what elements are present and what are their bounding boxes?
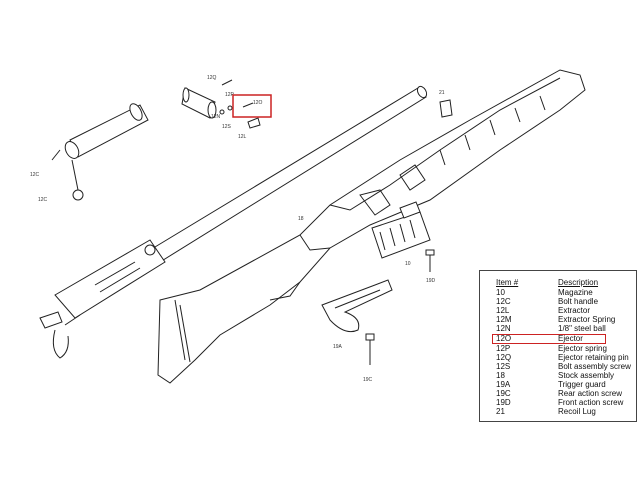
stock-assembly: [157, 69, 586, 384]
legend-row: 12S Bolt assembly screw: [480, 362, 638, 372]
callout-12l: 12L: [238, 134, 247, 140]
legend-item-number: 18: [496, 371, 505, 380]
legend-item-description: Recoil Lug: [558, 407, 596, 416]
legend-item-number: 12O: [496, 334, 512, 343]
legend-header-item: Item #: [496, 278, 519, 287]
front-action-screw: [425, 249, 435, 272]
legend-row: 12M Extractor Spring: [480, 315, 638, 325]
legend-item-number: 12M: [496, 315, 512, 324]
legend-header: Item # Description: [480, 278, 638, 288]
callout-10: 10: [405, 261, 411, 267]
legend-item-number: 12P: [496, 344, 511, 353]
ejector-highlight-box: [232, 94, 272, 118]
callout-12c-shaft: 12C: [30, 172, 40, 178]
trigger-guard: [321, 279, 393, 333]
legend-item-description: Ejector: [558, 334, 583, 343]
legend-item-number: 12S: [496, 362, 511, 371]
legend-row: 19D Front action screw: [480, 398, 638, 408]
legend-item-description: Ejector spring: [558, 344, 607, 353]
parts-legend: Item # Description 10 Magazine 12C Bolt …: [479, 270, 637, 422]
callout-19c: 19C: [363, 377, 373, 383]
legend-item-description: Stock assembly: [558, 371, 615, 380]
legend-item-number: 12C: [496, 297, 511, 306]
legend-item-description: Bolt assembly screw: [558, 362, 631, 371]
legend-row: 18 Stock assembly: [480, 371, 638, 381]
legend-item-description: Front action screw: [558, 398, 624, 407]
bolt-assembly: [51, 103, 149, 201]
callout-12s: 12S: [222, 124, 232, 130]
callout-12p: 12P: [225, 92, 235, 98]
legend-item-description: Extractor Spring: [558, 315, 616, 324]
callout-21: 21: [439, 90, 445, 96]
rear-action-screw: [365, 333, 375, 365]
legend-row: 21 Recoil Lug: [480, 407, 638, 417]
magazine: [371, 201, 431, 259]
legend-item-description: Rear action screw: [558, 389, 623, 398]
callout-18: 18: [298, 216, 304, 222]
callout-19d: 19D: [426, 278, 436, 284]
callout-12q: 12Q: [207, 75, 217, 81]
legend-row: 12L Extractor: [480, 306, 638, 316]
callout-12o: 12O: [253, 100, 263, 106]
legend-item-number: 12N: [496, 324, 511, 333]
callout-12n: 12N: [211, 114, 221, 120]
legend-item-number: 12Q: [496, 353, 512, 362]
legend-item-description: Magazine: [558, 288, 593, 297]
callout-19a: 19A: [333, 344, 343, 350]
bolt-head: [181, 79, 261, 129]
legend-row: 12N 1/8" steel ball: [480, 324, 638, 334]
recoil-lug: [439, 99, 453, 118]
legend-item-number: 19A: [496, 380, 511, 389]
legend-header-description: Description: [558, 278, 599, 287]
receiver-action: [39, 239, 166, 359]
legend-row: 12Q Ejector retaining pin: [480, 353, 638, 363]
legend-row: 19C Rear action screw: [480, 389, 638, 399]
legend-item-description: Ejector retaining pin: [558, 353, 629, 362]
legend-item-number: 21: [496, 407, 505, 416]
legend-row: 10 Magazine: [480, 288, 638, 298]
legend-item-number: 19D: [496, 398, 511, 407]
legend-item-description: 1/8" steel ball: [558, 324, 606, 333]
legend-item-number: 10: [496, 288, 505, 297]
legend-row: 12C Bolt handle: [480, 297, 638, 307]
legend-item-number: 12L: [496, 306, 510, 315]
legend-row-highlighted: 12O Ejector: [480, 334, 638, 344]
legend-item-number: 19C: [496, 389, 511, 398]
legend-highlight-box: [492, 334, 606, 344]
legend-item-description: Bolt handle: [558, 297, 599, 306]
callout-12c-handle: 12C: [38, 197, 48, 203]
legend-item-description: Extractor: [558, 306, 591, 315]
legend-item-description: Trigger guard: [558, 380, 606, 389]
legend-row: 19A Trigger guard: [480, 380, 638, 390]
legend-row: 12P Ejector spring: [480, 344, 638, 354]
